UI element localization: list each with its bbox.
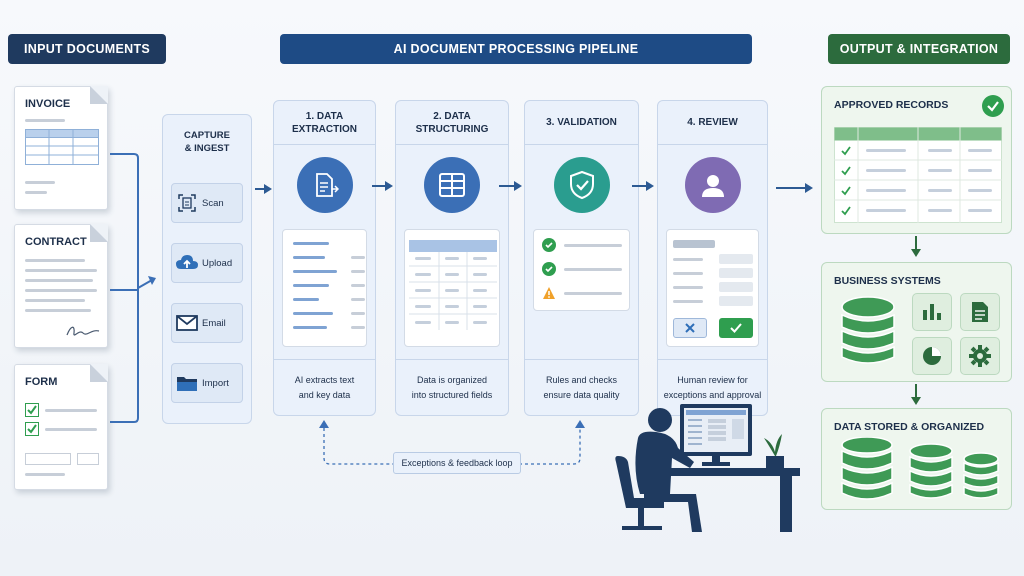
capture-import[interactable]: Import [171, 363, 243, 403]
capture-upload-label: Upload [202, 257, 233, 269]
folder-icon [172, 374, 202, 392]
check-circle-icon [982, 95, 1004, 117]
pie-chart-icon [912, 337, 952, 375]
form-title: FORM [25, 376, 58, 388]
arrow-approved-to-business [911, 236, 921, 257]
contract-title: CONTRACT [25, 236, 87, 248]
data-stored-title: DATA STORED & ORGANIZED [834, 421, 985, 433]
storage-databases-icon [841, 437, 999, 500]
structured-table-icon [409, 240, 497, 330]
bar-chart-icon [912, 293, 952, 331]
form-document: FORM [14, 364, 108, 490]
gear-icon [960, 337, 1000, 375]
feedback-loop-connector [319, 420, 585, 465]
pipeline-header: AI DOCUMENT PROCESSING PIPELINE [280, 34, 752, 64]
signature-icon [66, 326, 100, 336]
capture-import-label: Import [202, 377, 229, 389]
approved-records-title: APPROVED RECORDS [834, 99, 949, 111]
review-card [666, 229, 759, 347]
check-icon [730, 323, 742, 333]
extraction-card [282, 229, 367, 347]
scan-icon [172, 193, 202, 213]
cloud-upload-icon [172, 253, 202, 273]
data-stored-panel: DATA STORED & ORGANIZED [821, 408, 1012, 510]
business-systems-title: BUSINESS SYSTEMS [834, 275, 941, 287]
capture-title: CAPTURE & INGEST [184, 130, 230, 154]
structuring-card [404, 229, 500, 347]
stage-review-title: 4. REVIEW [658, 101, 767, 145]
invoice-table-icon [25, 129, 99, 165]
arrow-business-to-stored [911, 384, 921, 405]
document-icon [960, 293, 1000, 331]
user-icon [684, 157, 741, 213]
capture-ingest-panel: CAPTURE & INGEST Scan Upload Email Impor… [162, 114, 252, 424]
check-circle-icon [542, 238, 556, 252]
input-connector [110, 153, 156, 423]
capture-scan[interactable]: Scan [171, 183, 243, 223]
form-field [77, 453, 99, 465]
warning-icon [543, 287, 555, 299]
table-icon [424, 157, 480, 213]
invoice-document: INVOICE [14, 86, 108, 210]
arrow-structuring-to-validation [499, 181, 522, 191]
arrow-review-to-output [776, 183, 813, 193]
shield-check-icon [553, 157, 610, 213]
business-systems-panel: BUSINESS SYSTEMS [821, 262, 1012, 382]
approved-records-table [834, 127, 1002, 223]
feedback-loop-label: Exceptions & feedback loop [393, 452, 521, 474]
capture-upload[interactable]: Upload [171, 243, 243, 283]
arrow-extraction-to-structuring [372, 181, 393, 191]
invoice-title: INVOICE [25, 98, 71, 110]
validation-card [533, 229, 630, 311]
document-extract-icon [296, 157, 353, 213]
database-icon [841, 296, 895, 364]
email-icon [172, 315, 202, 331]
input-documents-header: INPUT DOCUMENTS [8, 34, 166, 64]
approved-records-panel: APPROVED RECORDS [821, 86, 1012, 234]
check-circle-icon [542, 262, 556, 276]
human-reviewer-illustration [615, 404, 800, 532]
output-integration-header: OUTPUT & INTEGRATION [828, 34, 1010, 64]
stage-validation-title: 3. VALIDATION [525, 101, 638, 145]
reject-button[interactable] [673, 318, 707, 338]
capture-scan-label: Scan [202, 197, 224, 209]
capture-email-label: Email [202, 317, 226, 329]
contract-document: CONTRACT [14, 224, 108, 348]
capture-email[interactable]: Email [171, 303, 243, 343]
arrow-validation-to-review [632, 181, 654, 191]
arrow-capture-to-extraction [255, 184, 272, 194]
close-icon [685, 323, 695, 333]
checkbox-checked-icon [25, 422, 39, 436]
form-field [25, 453, 71, 465]
approve-button[interactable] [719, 318, 753, 338]
checkbox-checked-icon [25, 403, 39, 417]
